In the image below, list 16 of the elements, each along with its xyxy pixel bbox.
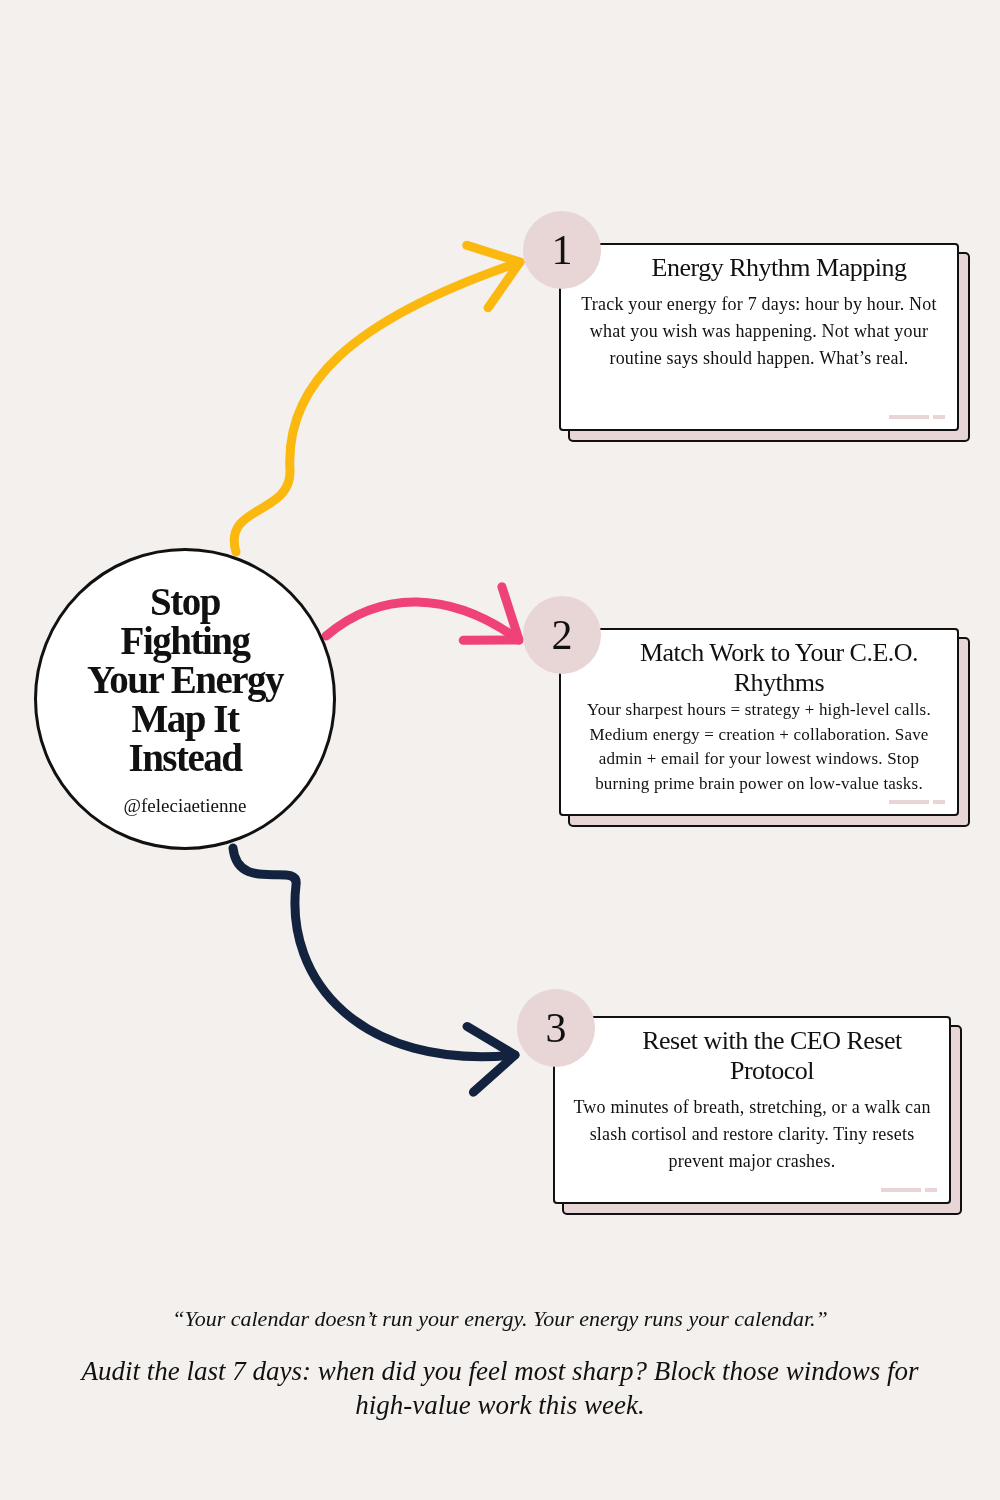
card-text: Two minutes of breath, stretching, or a walk can slash cortisol and restore clarity. Tiny resets prevent major crashes. xyxy=(573,1096,931,1173)
card-title: Match Work to Your C.E.O. Rhythms xyxy=(638,638,920,698)
card-title: Reset with the CEO Reset Protocol xyxy=(641,1026,903,1086)
number-badge: 3 xyxy=(517,989,595,1067)
card-text: Track your energy for 7 days: hour by hour. Not what you wish was happening. Not what your routine says should happen. What’s real. xyxy=(580,293,938,370)
curved-arrow xyxy=(228,843,520,1095)
card-title: Energy Rhythm Mapping xyxy=(650,253,908,283)
handle: @feleciaetienne xyxy=(123,794,247,817)
curved-arrow xyxy=(229,241,525,557)
number-badge: 2 xyxy=(523,596,601,674)
curved-arrow xyxy=(321,583,524,648)
call-to-action: Audit the last 7 days: when did you feel most sharp? Block those windows for high-value work this week. xyxy=(79,1355,920,1422)
number-badge: 1 xyxy=(523,211,601,289)
card-text: Your sharpest hours = strategy + high-level calls. Medium energy = creation + collaboration. Save admin + email for your lowest windows. Stop burning prime brain power on low-value tasks. xyxy=(586,699,932,795)
title: Stop Fighting Your Energy Map It Instead xyxy=(85,581,285,777)
quote: “Your calendar doesn’t run your energy. Your energy runs your calendar.” xyxy=(171,1305,829,1333)
